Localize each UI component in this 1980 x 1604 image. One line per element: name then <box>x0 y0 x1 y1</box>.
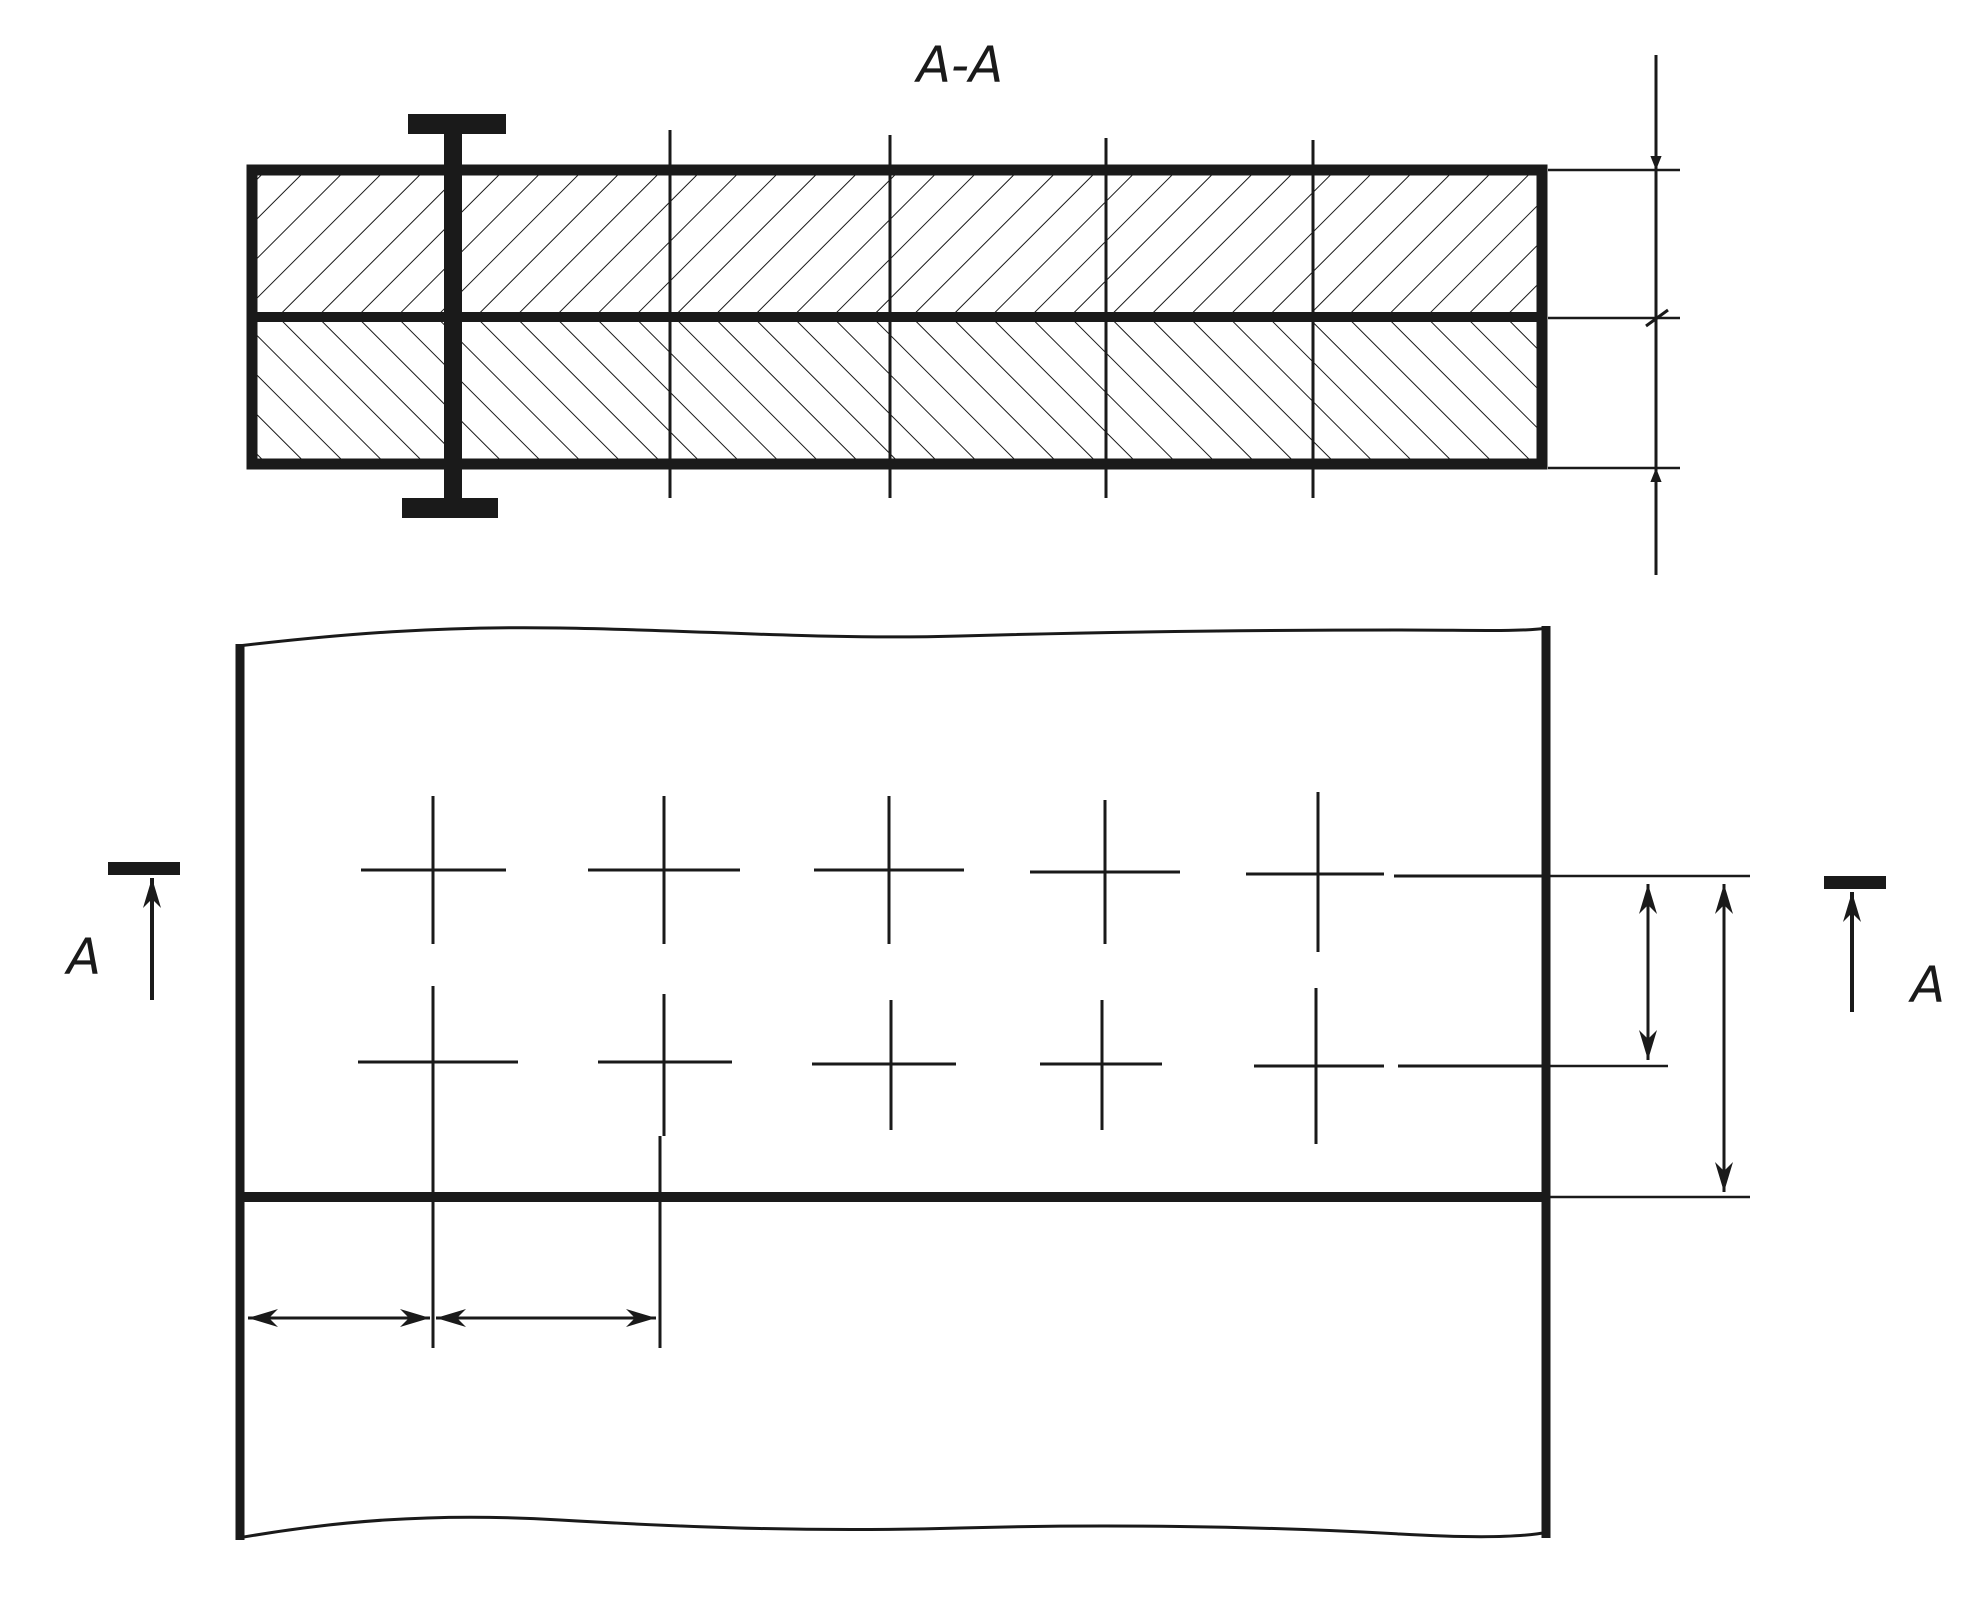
section-marker-left: A <box>64 862 180 1000</box>
row-extension-lines <box>1548 874 1750 1199</box>
section-view: A-A <box>246 36 1680 575</box>
fastener-axes-section <box>668 130 1315 498</box>
section-extension-lines <box>1548 168 1680 470</box>
section-marker-right: A <box>1824 876 1945 1014</box>
section-title: A-A <box>914 36 1003 94</box>
fastener-row-2 <box>358 986 1548 1144</box>
section-marker-right-label: A <box>1908 956 1945 1014</box>
bottom-break-line <box>237 1515 1549 1540</box>
plan-view <box>235 626 1750 1540</box>
section-marker-left-label: A <box>64 928 101 986</box>
bolt-section <box>402 114 506 518</box>
top-break-line <box>237 626 1549 648</box>
upper-plate <box>252 170 1542 315</box>
lower-plate <box>252 318 1542 464</box>
pitch-extension-lines <box>431 1136 662 1348</box>
fastener-row-1 <box>361 792 1548 952</box>
thickness-dimension <box>1645 55 1669 575</box>
